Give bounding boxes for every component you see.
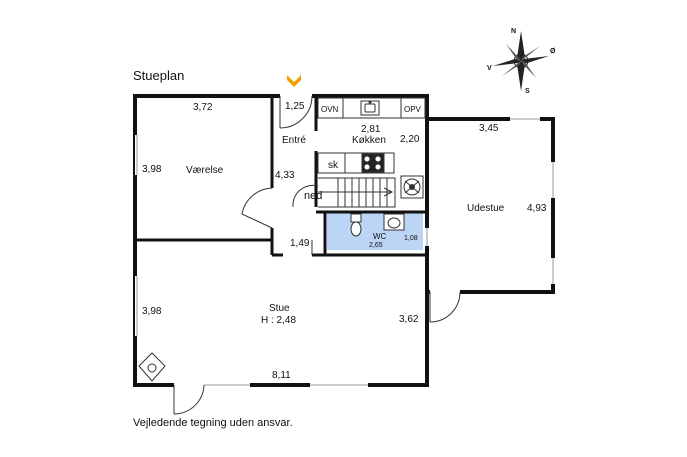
koekken-dim-side: 2,20 xyxy=(400,134,420,145)
vaerelse-depth: 3,98 xyxy=(142,164,162,175)
entre-dim-side: 4,33 xyxy=(275,170,295,181)
entre-name: Entré xyxy=(282,135,306,146)
koekken-name: Køkken xyxy=(352,135,386,146)
kitchen-counter xyxy=(317,97,426,119)
interior-walls xyxy=(135,96,427,257)
stue-name: Stue xyxy=(269,303,290,314)
koekken-width: 2,81 xyxy=(361,124,381,135)
sink-icon xyxy=(383,213,405,231)
compass-n: N xyxy=(511,28,516,35)
disclaimer: Vejledende tegning uden ansvar. xyxy=(133,417,293,429)
doors xyxy=(173,94,461,415)
stove-icon xyxy=(400,175,424,199)
vaerelse-name: Værelse xyxy=(186,165,224,176)
cabinet-label: sk xyxy=(328,160,339,171)
udestue-width: 3,45 xyxy=(479,123,499,134)
stairs-label: ned xyxy=(304,190,322,202)
compass-v: V xyxy=(487,65,492,72)
chevron-down-icon xyxy=(287,75,301,87)
stue-dim-side: 3,62 xyxy=(399,314,419,325)
windows xyxy=(135,117,555,387)
stue-height: H : 2,48 xyxy=(261,315,296,326)
vaerelse-width: 3,72 xyxy=(193,102,213,113)
wc-name: WC xyxy=(373,232,387,241)
staircase xyxy=(318,177,396,208)
compass-rose-icon xyxy=(493,31,549,91)
plan-title: Stueplan xyxy=(133,68,184,83)
dishwasher-label: OPV xyxy=(404,105,422,114)
wc-fill xyxy=(327,212,423,250)
stue-width: 8,11 xyxy=(272,370,291,381)
kitchen-counter-lower xyxy=(317,152,395,174)
wc-depth: 1,08 xyxy=(404,235,418,242)
stair-swing xyxy=(292,184,319,208)
compass-o: Ø xyxy=(550,48,556,55)
entre-dim-top: 1,25 xyxy=(285,101,305,112)
hall-dim: 1,49 xyxy=(290,238,310,249)
wc-width: 2,65 xyxy=(369,242,383,249)
udestue-name: Udestue xyxy=(467,203,505,214)
fireplace-icon xyxy=(138,352,166,382)
oven-label: OVN xyxy=(321,105,339,114)
toilet-icon xyxy=(350,213,362,237)
stue-depth: 3,98 xyxy=(142,306,162,317)
udestue-depth: 4,93 xyxy=(527,203,547,214)
compass-s: S xyxy=(525,88,530,95)
